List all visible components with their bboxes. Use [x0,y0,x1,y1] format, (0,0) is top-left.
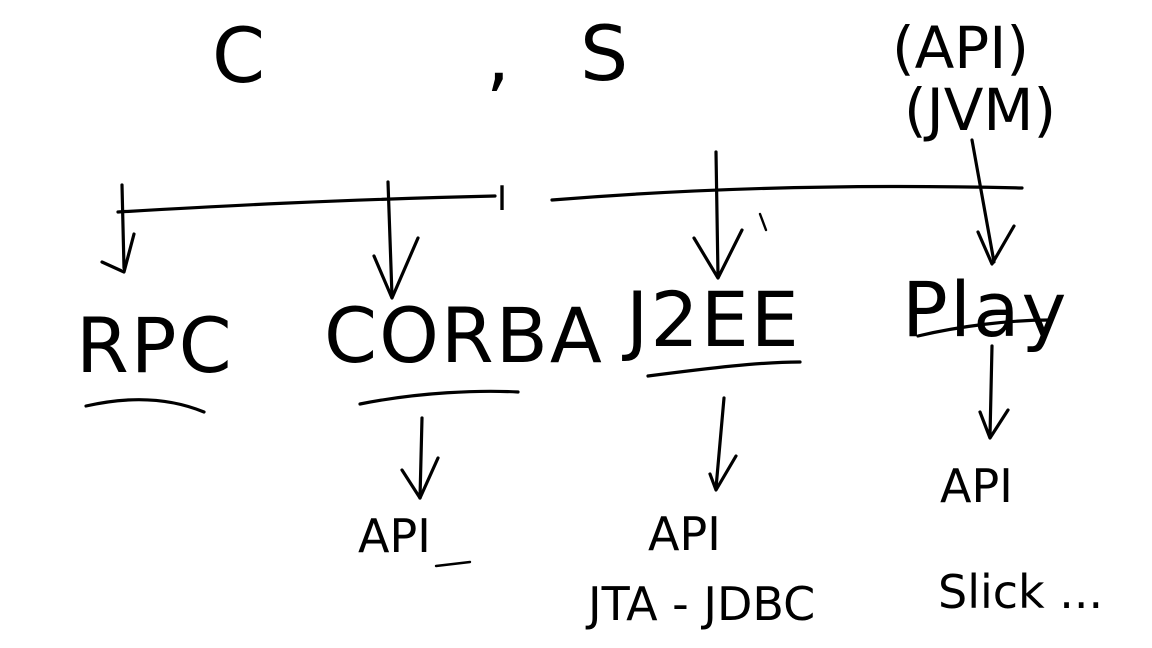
top-letter-c: C [212,11,267,100]
arrowhead-j2ee [692,228,744,280]
top-letter-comma: , [486,11,512,100]
arrow-to-j2ee [714,150,720,278]
platform-note: (API) (JVM) [892,14,1056,144]
arrowhead-rpc [100,232,136,274]
arrow-j2ee-api [714,396,726,490]
corba-child-api: API [358,509,431,563]
corba-api-underline [434,560,472,568]
j2ee-child-jta-jdbc: JTA - JDBC [585,577,815,631]
j2ee-child-api: API [648,507,721,561]
arrow-to-rpc [120,183,126,270]
node-rpc: RPC [76,301,234,414]
arrow-to-corba [386,180,394,298]
bar-arrows [100,138,1016,300]
top-letter-s: S [580,9,630,98]
underline-corba [358,389,520,406]
arrow-to-play [970,138,996,264]
node-label-rpc: RPC [76,301,234,390]
node-corba: CORBA API [324,291,604,568]
underline-j2ee [646,360,802,378]
underline-rpc [84,398,206,414]
node-play: Play API Slick ... [902,265,1103,619]
play-child-api: API [940,459,1013,513]
underline-play [916,318,1052,338]
hierarchy-bar: I [116,179,1024,219]
node-label-j2ee: J2EE [622,275,801,364]
tick-mark [758,212,768,232]
play-child-slick: Slick ... [938,565,1103,619]
arrow-play-api [988,344,994,438]
top-letters: C , S [212,9,630,100]
bar-right-segment [550,184,1024,202]
arrowhead-play-api [978,408,1010,440]
platform-note-jvm: (JVM) [904,76,1056,144]
node-j2ee: J2EE API JTA - JDBC [585,275,815,631]
arrow-corba-api [418,416,424,500]
node-label-corba: CORBA [324,291,604,380]
platform-note-api: (API) [892,14,1029,82]
arrowhead-corba-api [400,456,440,500]
arrowhead-corba [372,236,420,300]
arrowhead-j2ee-api [708,454,738,492]
arrowhead-play [976,224,1016,266]
node-label-play: Play [902,265,1069,354]
bar-left-segment [116,194,497,214]
bar-mark: I [497,179,507,219]
